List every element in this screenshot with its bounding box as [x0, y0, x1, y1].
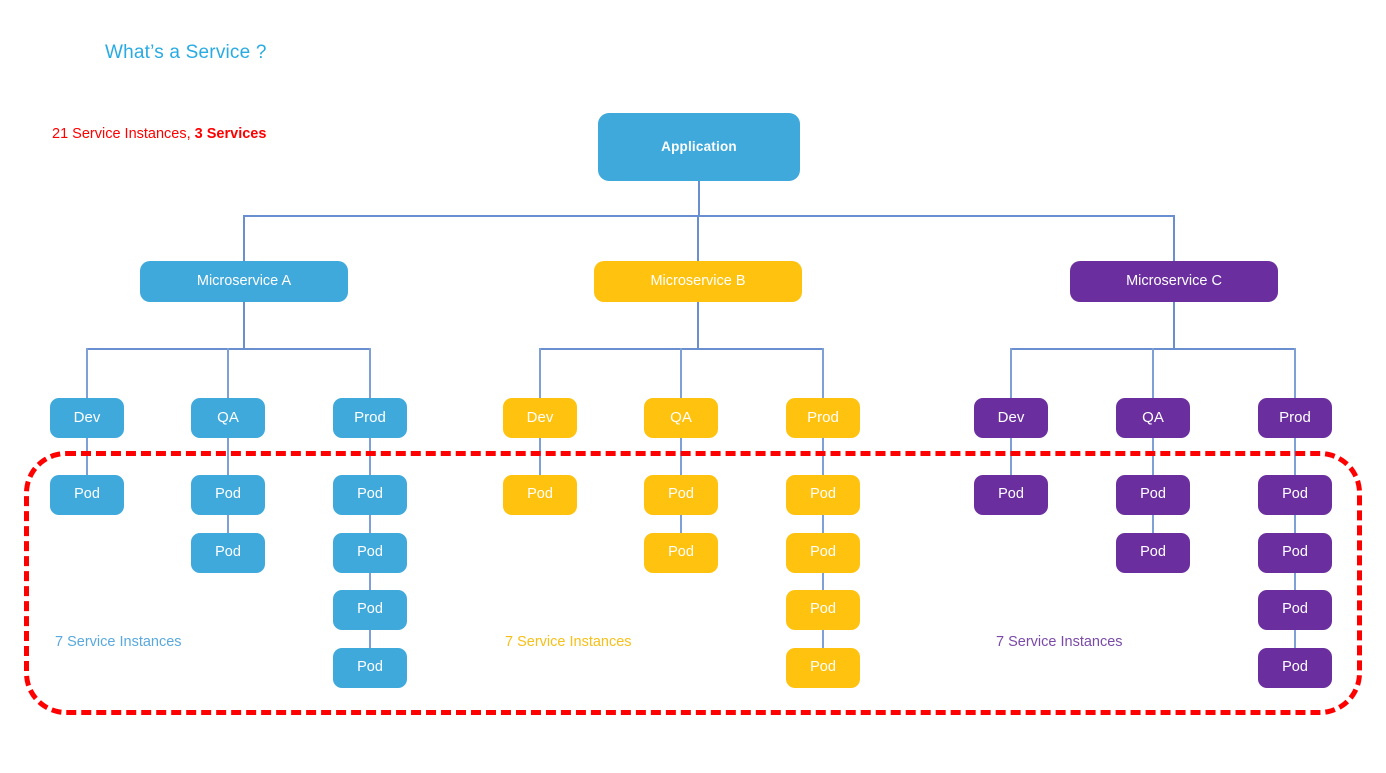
- node-pod-2-2-3: Pod: [1258, 648, 1332, 688]
- edge-pod-link-0-1-1: [227, 515, 229, 533]
- edge-pod-link-1-2-2: [822, 573, 824, 590]
- edge-environment-stem-1: [697, 302, 699, 348]
- edge-pod-link-1-2-1: [822, 515, 824, 533]
- node-pod-0-1-0: Pod: [191, 475, 265, 515]
- node-pod-2-1-1: Pod: [1116, 533, 1190, 573]
- edge-environment-drop-1-0: [539, 348, 541, 398]
- edge-pod-link-2-0-0: [1010, 438, 1012, 475]
- edge-pod-link-2-2-2: [1294, 573, 1296, 590]
- node-pod-2-2-0: Pod: [1258, 475, 1332, 515]
- node-pod-2-0-0: Pod: [974, 475, 1048, 515]
- edge-pod-link-0-1-0: [227, 438, 229, 475]
- edge-pod-link-0-2-2: [369, 573, 371, 590]
- edge-environment-drop-2-2: [1294, 348, 1296, 398]
- node-pod-1-0-0: Pod: [503, 475, 577, 515]
- node-microservice-2: Microservice C: [1070, 261, 1278, 302]
- edge-microservice-stem-0: [243, 215, 245, 261]
- node-pod-0-2-0: Pod: [333, 475, 407, 515]
- node-environment-1-0: Dev: [503, 398, 577, 438]
- node-pod-0-2-1: Pod: [333, 533, 407, 573]
- edge-pod-link-0-0-0: [86, 438, 88, 475]
- node-pod-0-2-2: Pod: [333, 590, 407, 630]
- edge-pod-link-2-2-0: [1294, 438, 1296, 475]
- edge-pod-link-0-2-1: [369, 515, 371, 533]
- edge-pod-link-1-1-1: [680, 515, 682, 533]
- edge-pod-link-2-1-0: [1152, 438, 1154, 475]
- edge-pod-link-0-2-3: [369, 630, 371, 648]
- node-pod-0-0-0: Pod: [50, 475, 124, 515]
- node-pod-2-1-0: Pod: [1116, 475, 1190, 515]
- edge-pod-link-2-1-1: [1152, 515, 1154, 533]
- edge-pod-link-1-2-3: [822, 630, 824, 648]
- edge-pod-link-2-2-3: [1294, 630, 1296, 648]
- node-environment-0-0: Dev: [50, 398, 124, 438]
- instances-label-1: 7 Service Instances: [505, 634, 632, 650]
- node-pod-2-2-1: Pod: [1258, 533, 1332, 573]
- node-pod-1-2-3: Pod: [786, 648, 860, 688]
- edge-environment-drop-0-0: [86, 348, 88, 398]
- node-environment-0-1: QA: [191, 398, 265, 438]
- node-pod-1-1-1: Pod: [644, 533, 718, 573]
- node-microservice-1: Microservice B: [594, 261, 802, 302]
- edge-environment-drop-1-1: [680, 348, 682, 398]
- edge-environment-stem-2: [1173, 302, 1175, 348]
- edge-environment-drop-0-2: [369, 348, 371, 398]
- edge-microservice-stem-2: [1173, 215, 1175, 261]
- edge-environment-drop-1-2: [822, 348, 824, 398]
- edge-environment-stem-0: [243, 302, 245, 348]
- summary-caption: 21 Service Instances, 3 Services: [52, 126, 266, 142]
- edge-microservice-stem-1: [697, 215, 699, 261]
- edge-environment-drop-2-0: [1010, 348, 1012, 398]
- node-pod-1-2-0: Pod: [786, 475, 860, 515]
- node-environment-2-2: Prod: [1258, 398, 1332, 438]
- node-environment-2-1: QA: [1116, 398, 1190, 438]
- node-application: Application: [598, 113, 800, 181]
- edge-pod-link-2-2-1: [1294, 515, 1296, 533]
- node-pod-0-2-3: Pod: [333, 648, 407, 688]
- edge-application-stem: [698, 181, 700, 215]
- page-title: What’s a Service ?: [105, 42, 267, 63]
- node-microservice-0: Microservice A: [140, 261, 348, 302]
- edge-application-bus: [244, 215, 1174, 217]
- node-pod-2-2-2: Pod: [1258, 590, 1332, 630]
- edge-pod-link-0-2-0: [369, 438, 371, 475]
- node-environment-0-2: Prod: [333, 398, 407, 438]
- edge-pod-link-1-0-0: [539, 438, 541, 475]
- edge-pod-link-1-1-0: [680, 438, 682, 475]
- node-environment-2-0: Dev: [974, 398, 1048, 438]
- node-pod-1-2-1: Pod: [786, 533, 860, 573]
- node-environment-1-1: QA: [644, 398, 718, 438]
- instances-label-2: 7 Service Instances: [996, 634, 1123, 650]
- node-environment-1-2: Prod: [786, 398, 860, 438]
- node-pod-1-2-2: Pod: [786, 590, 860, 630]
- summary-strong: 3 Services: [194, 126, 267, 142]
- instances-label-0: 7 Service Instances: [55, 634, 182, 650]
- edge-pod-link-1-2-0: [822, 438, 824, 475]
- edge-environment-drop-0-1: [227, 348, 229, 398]
- summary-prefix: 21 Service Instances,: [52, 126, 195, 142]
- edge-environment-drop-2-1: [1152, 348, 1154, 398]
- node-pod-1-1-0: Pod: [644, 475, 718, 515]
- node-pod-0-1-1: Pod: [191, 533, 265, 573]
